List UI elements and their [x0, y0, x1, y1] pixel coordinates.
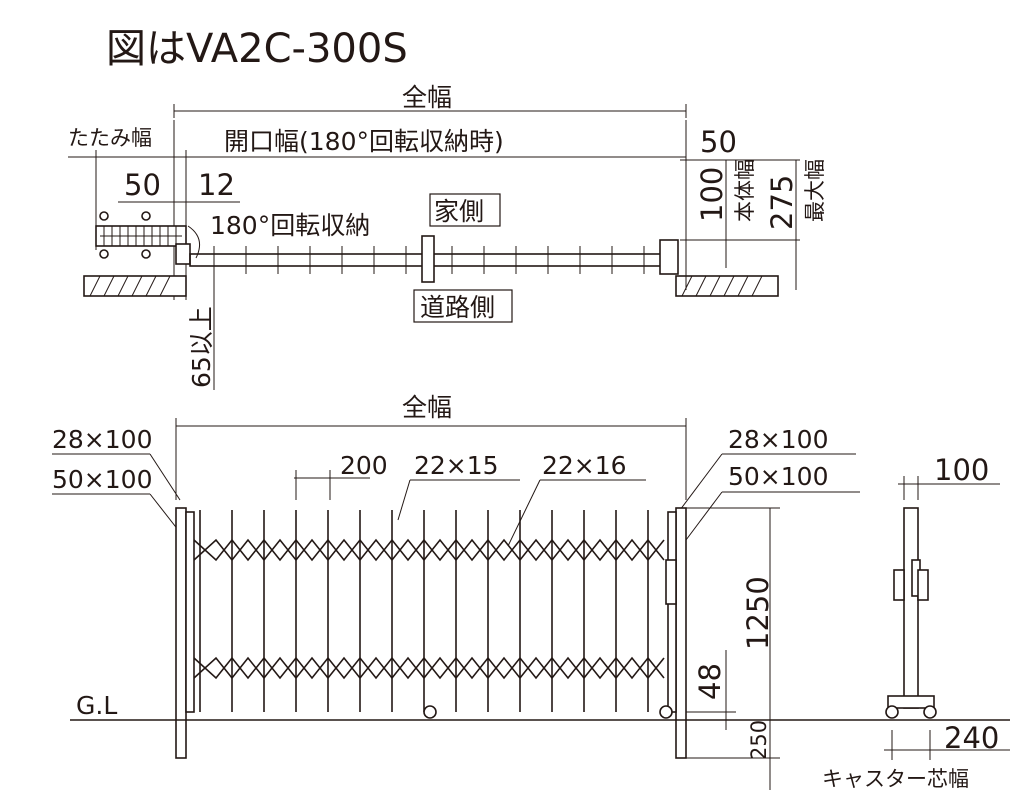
plan-dim-12: 12 [198, 168, 235, 202]
plan-opening-width-label: 開口幅(180°回転収納時) [224, 127, 504, 156]
plan-dim-100: 100 [695, 167, 729, 222]
plan-rotation-label: 180°回転収納 [210, 211, 370, 240]
plan-dim-275: 275 [765, 175, 799, 230]
front-member-a: 22×15 [414, 451, 499, 480]
plan-dim-50-left: 50 [124, 168, 161, 202]
plan-body-width-label: 本体幅 [733, 159, 757, 222]
side-caster-center-width-label: キャスター芯幅 [822, 767, 969, 791]
side-depth: 100 [934, 453, 989, 487]
side-caster-span: 240 [944, 721, 999, 755]
road-side-label: 道路側 [420, 293, 495, 322]
side-post [903, 507, 919, 709]
front-post-left-top: 28×100 [52, 425, 152, 454]
extended-gate-plan [189, 235, 679, 283]
front-view: 全幅 28×100 50×100 200 22×15 22×16 28×100 … [52, 393, 1010, 790]
right-post-inner [667, 511, 677, 713]
plan-view: 全幅 開口幅(180°回転収納時) たたみ幅 50 12 [68, 83, 827, 390]
plan-max-width-label: 最大幅 [803, 159, 827, 222]
side-view: 100 240 キャスター芯幅 [822, 453, 1010, 791]
plan-dim-65-min: 65以上 [187, 306, 216, 388]
side-caster-left [885, 705, 899, 719]
caster-center [423, 705, 437, 719]
left-post-inner [185, 511, 195, 713]
plan-overall-width-label: 全幅 [402, 83, 452, 112]
front-clearance: 48 [693, 663, 727, 700]
ground-line-label: G.L [76, 691, 117, 720]
gate-lattice-lower [193, 656, 665, 680]
plan-folded-width-label: たたみ幅 [68, 126, 152, 150]
gate-lattice-upper [193, 538, 665, 562]
folded-gate-stack [95, 211, 191, 265]
caster-right [659, 705, 673, 719]
side-caster-right [923, 705, 937, 719]
front-height: 1250 [741, 576, 775, 650]
front-member-b: 22×16 [542, 451, 627, 480]
drawing-title: 図はVA2C-300S [106, 26, 408, 72]
plan-dim-50-right: 50 [700, 125, 737, 159]
front-post-right-top: 28×100 [728, 425, 828, 454]
front-post-right-bottom: 50×100 [728, 462, 828, 491]
front-post-left-bottom: 50×100 [52, 465, 152, 494]
front-embed-depth: 250 [747, 720, 771, 760]
front-overall-width-label: 全幅 [402, 393, 452, 422]
front-pitch: 200 [340, 451, 388, 480]
house-side-label: 家側 [434, 197, 484, 226]
